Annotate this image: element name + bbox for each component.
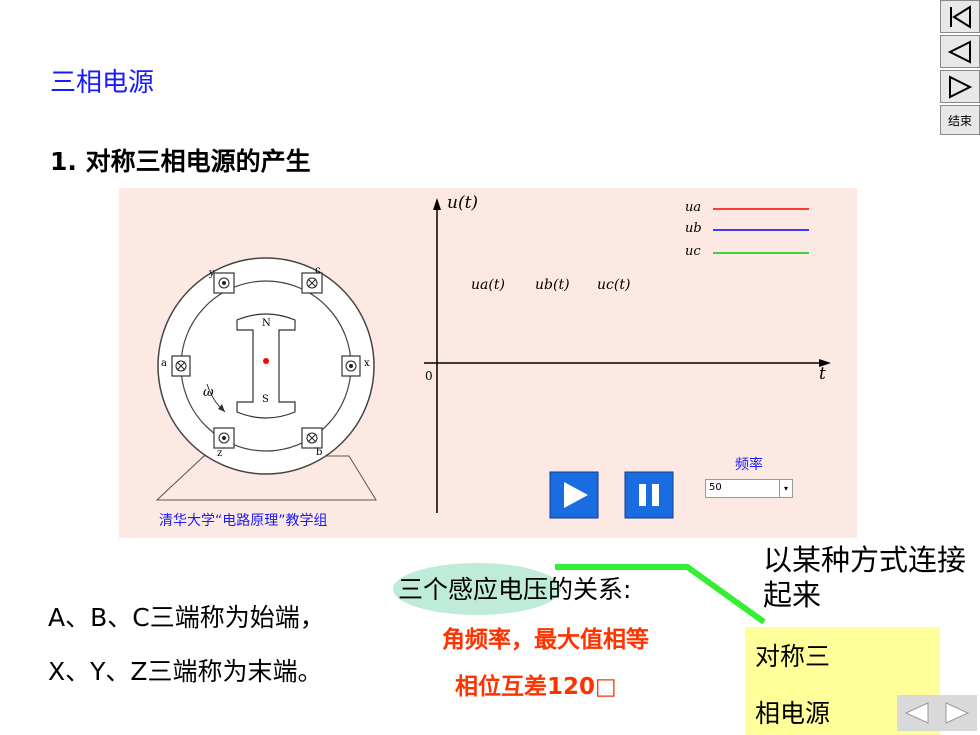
page-title: 三相电源 [50,68,155,98]
voltage-label-uc: uc(t) [597,277,631,293]
pause-button[interactable] [624,471,674,519]
next-icon [949,74,973,99]
legend-label-ua: ua [685,200,702,215]
voltage-label-ub: ub(t) [535,277,570,293]
terminal-x-label: x [364,358,370,369]
connector-diagonal [684,563,766,625]
north-pole-label: N [262,318,271,329]
south-pole-label: S [262,394,269,405]
pause-icon [639,484,646,506]
relation-text: 三个感应电压的关系: [398,575,632,604]
result-line-2: 相电源 [755,699,831,728]
x-axis-label: t [819,364,826,384]
terminal-c-label: c [315,265,321,276]
omega-label: ω [203,385,214,400]
property-text-2: 相位互差120□ [455,674,617,700]
play-button[interactable] [549,471,599,519]
legend-label-ub: ub [685,221,702,236]
highlight-ellipse [393,563,561,615]
rotor [236,313,296,419]
connector-line [555,564,689,570]
terminal-b-label: b [316,447,323,458]
callout-text: 以某种方式连接起来 [763,543,967,612]
generator-diagram [155,198,831,519]
frequency-value: 50 [709,482,722,493]
next-arrow-icon[interactable] [942,700,972,726]
terminal-y-label: y [209,268,215,279]
previous-slide-button[interactable] [940,35,980,68]
section-heading: 1. 对称三相电源的产生 [50,147,311,176]
prev-arrow-icon[interactable] [902,700,932,726]
bottom-navigation [897,695,977,731]
end-show-button[interactable]: 结束 [940,105,980,135]
simulation-panel: u(t) t 0 ua ub uc ua(t) ub(t) uc(t) a x … [119,188,857,538]
previous-icon [947,39,971,64]
frequency-select[interactable]: 50 ▾ [705,479,793,498]
y-axis-label: u(t) [447,193,479,213]
legend-label-uc: uc [685,244,701,259]
frequency-label: 频率 [735,457,763,473]
origin-label: 0 [425,369,433,383]
chevron-down-icon[interactable]: ▾ [779,480,792,497]
first-slide-icon [950,4,971,29]
next-slide-button[interactable] [940,70,980,103]
result-line-1: 对称三 [755,642,831,671]
credit-label: 清华大学“电路原理”教学组 [159,513,328,529]
play-icon [564,482,588,508]
first-slide-button[interactable] [940,0,980,33]
terminal-z-label: z [217,448,223,459]
rotor-axis [263,358,269,364]
terminal-a-label: a [161,358,167,369]
start-terminals-text: A、B、C三端称为始端， [48,603,325,632]
voltage-label-ua: ua(t) [471,277,505,293]
slide-navigation: 结束 [940,0,980,135]
property-text-1: 角频率，最大值相等 [442,627,649,653]
end-terminals-text: X、Y、Z三端称为末端。 [48,657,323,686]
